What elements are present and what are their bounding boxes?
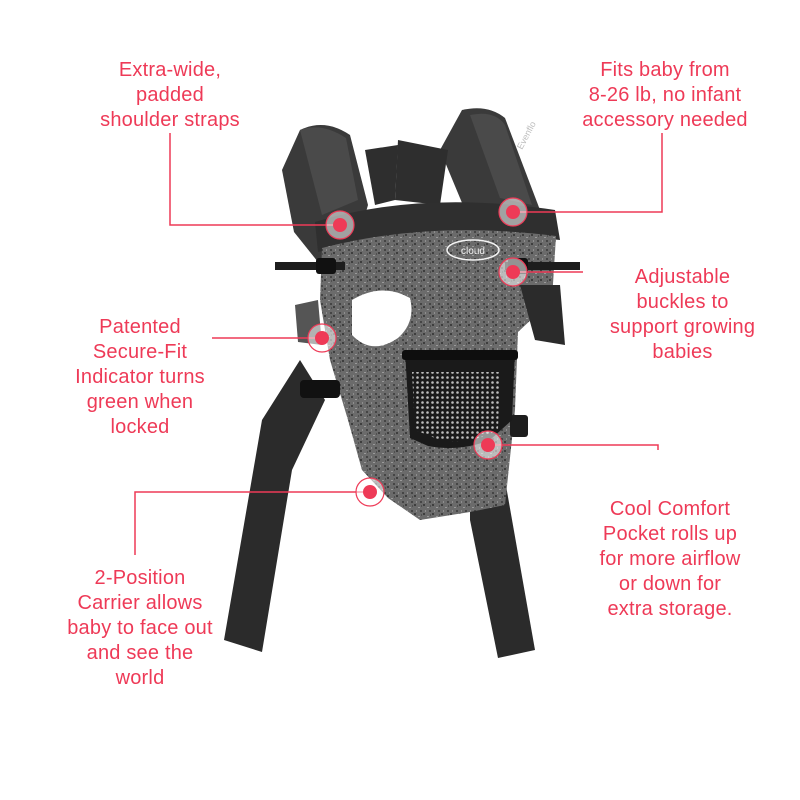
left-buckle xyxy=(316,258,336,274)
logo-text: cloud xyxy=(461,246,485,257)
hotspot-comfort-pocket xyxy=(473,430,503,460)
hotspot-shoulder-straps xyxy=(325,210,355,240)
hotspot-weight-range xyxy=(498,197,528,227)
callout-shoulder-straps: Extra-wide, padded shoulder straps xyxy=(100,59,240,131)
left-waist-strap xyxy=(224,360,325,652)
callout-comfort-pocket: Cool Comfort Pocket rolls up for more ai… xyxy=(599,498,741,620)
connector-shoulder-straps xyxy=(169,133,340,226)
hotspot-adjustable-buckles xyxy=(498,257,528,287)
connector-lines xyxy=(134,133,663,555)
hotspot-secure-fit xyxy=(307,323,337,353)
connector-weight-range xyxy=(513,133,663,213)
connector-two-position xyxy=(134,491,370,555)
connector-comfort-pocket xyxy=(488,444,659,450)
callout-secure-fit-indicator: Patented Secure-Fit Indicator turns gree… xyxy=(75,316,205,438)
callout-two-position: 2-Position Carrier allows baby to face o… xyxy=(67,567,213,689)
leg-opening xyxy=(352,290,412,347)
callout-weight-range: Fits baby from 8-26 lb, no infant access… xyxy=(582,59,748,131)
cloud-logo: cloud xyxy=(446,239,500,261)
hotspot-markers xyxy=(307,197,528,507)
right-waist-strap xyxy=(470,470,535,658)
strap-brand-text: Evenflo xyxy=(515,120,538,151)
callout-adjustable-buckles: Adjustable buckles to support growing ba… xyxy=(609,266,756,363)
hotspot-two-position xyxy=(355,477,385,507)
